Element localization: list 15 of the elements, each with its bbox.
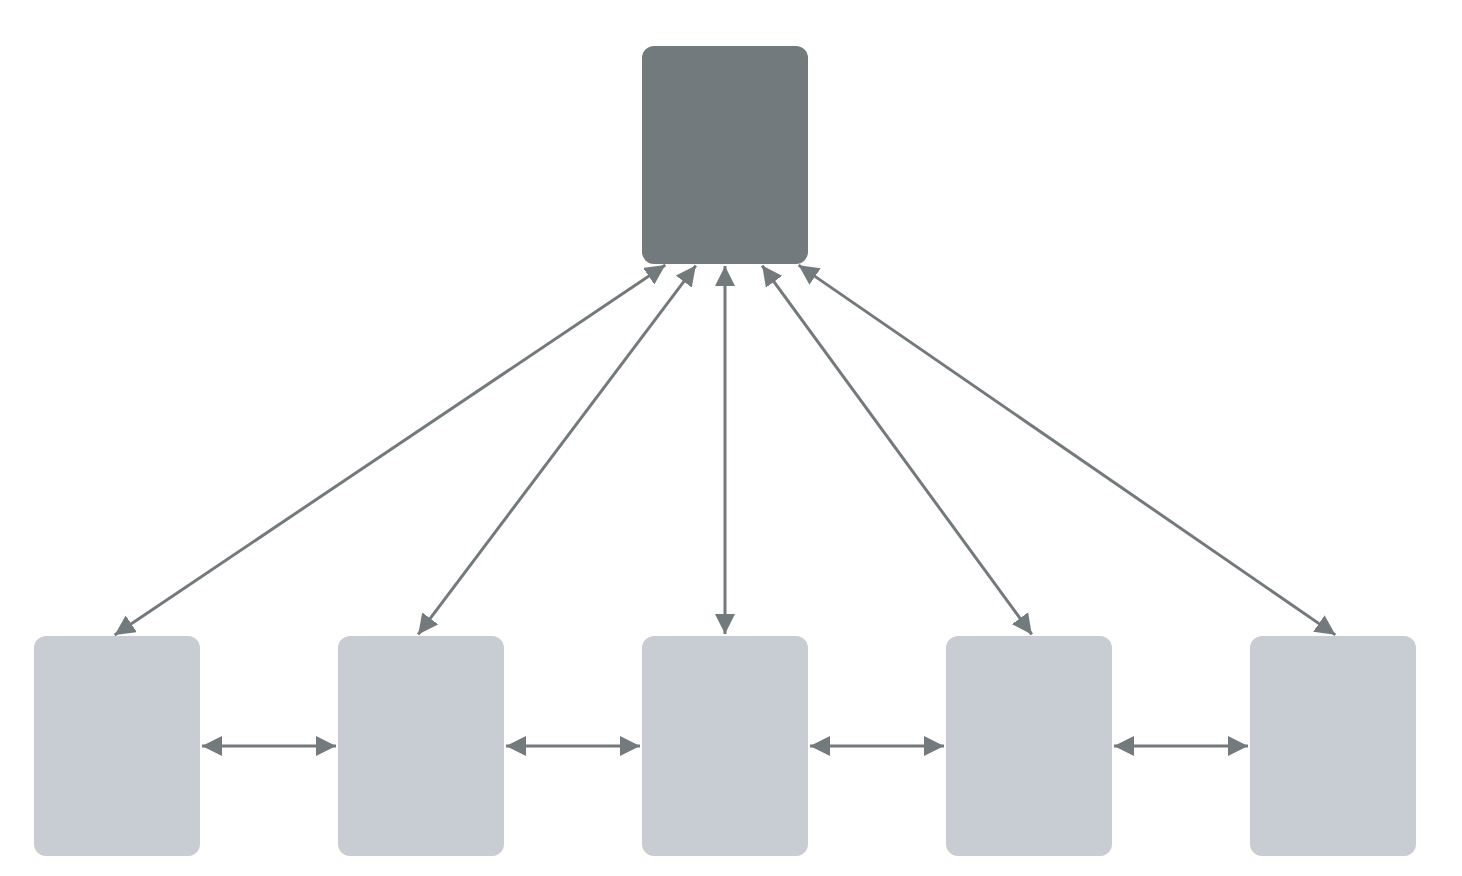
process-box xyxy=(642,636,808,856)
process-box xyxy=(338,636,504,856)
process-box xyxy=(946,636,1112,856)
double-arrow xyxy=(760,264,1034,636)
double-arrow xyxy=(417,264,697,636)
process-box xyxy=(34,636,200,856)
double-arrow xyxy=(810,736,944,756)
process-box xyxy=(642,46,808,264)
double-arrow xyxy=(797,263,1337,637)
double-arrow xyxy=(202,736,336,756)
process-box xyxy=(1250,636,1416,856)
double-arrow xyxy=(506,736,640,756)
double-arrow xyxy=(113,263,667,637)
double-arrow xyxy=(1114,736,1248,756)
double-arrow xyxy=(715,266,735,634)
